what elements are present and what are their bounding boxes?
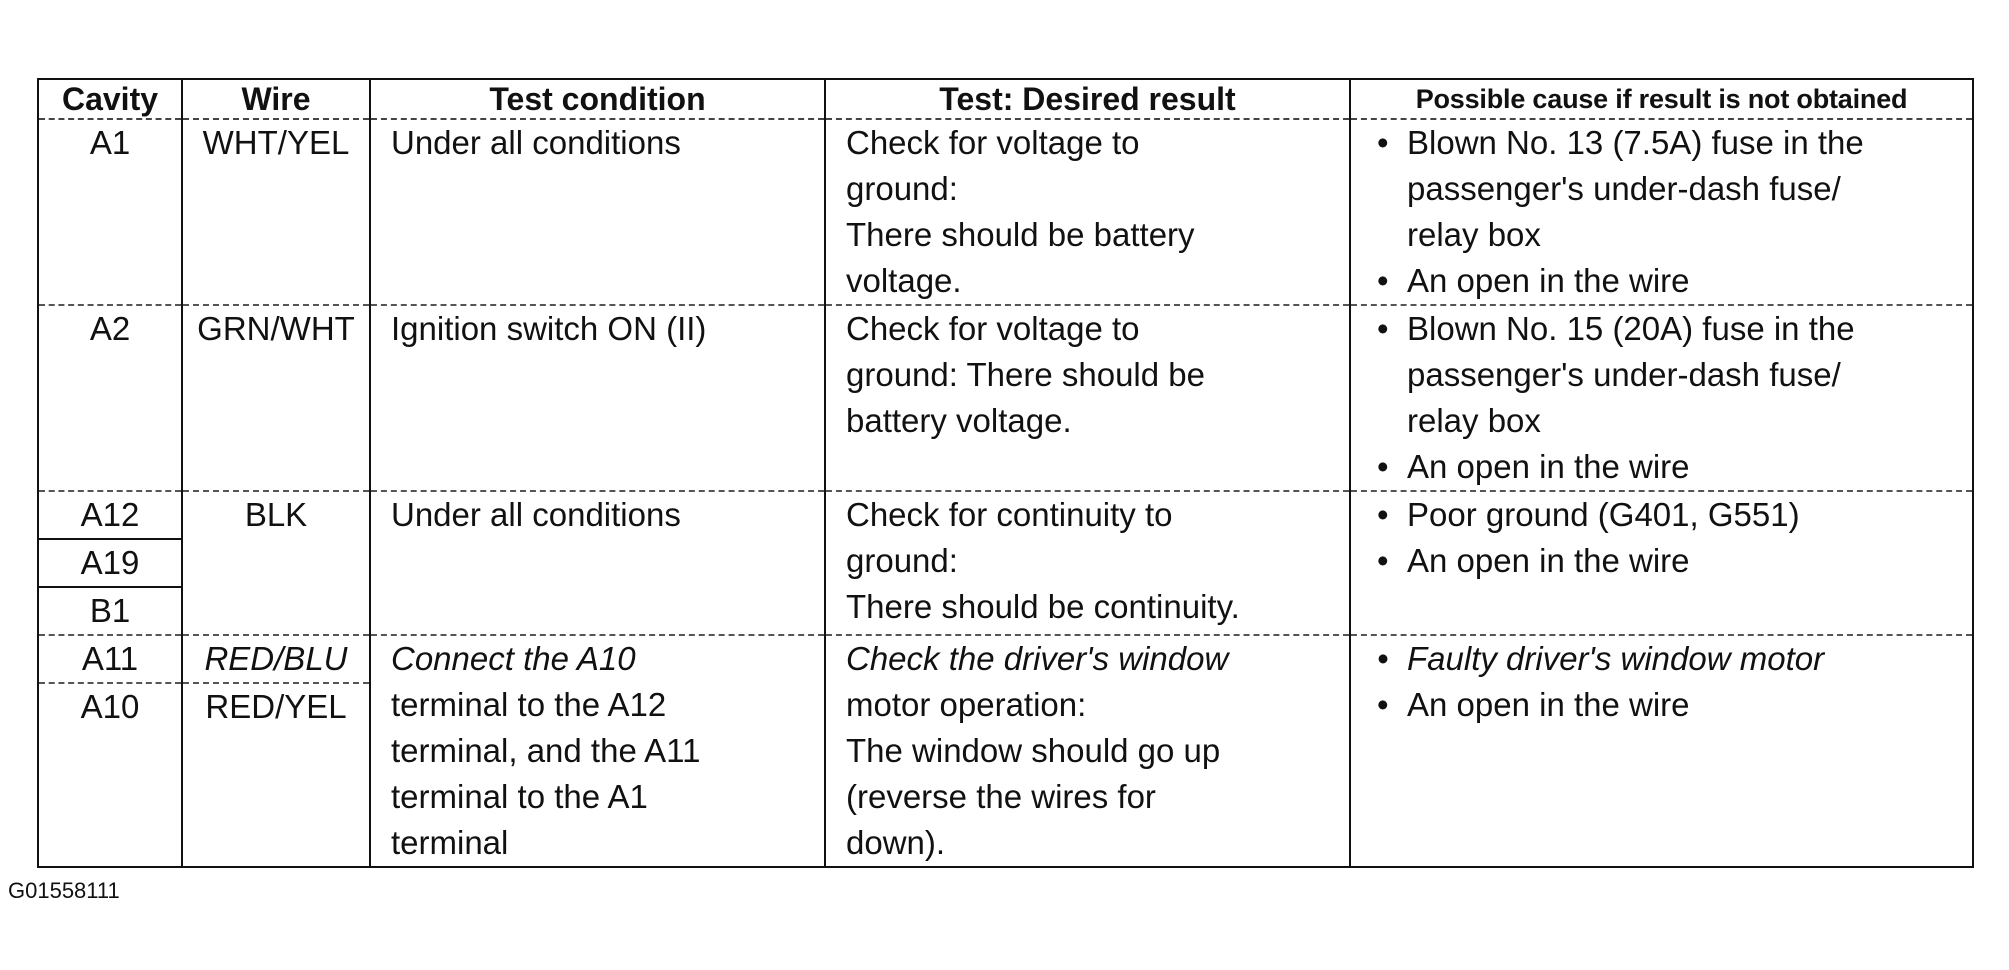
bullet-icon: • (1377, 542, 1389, 579)
cause-list: • Faulty driver's window motor • An open… (1351, 636, 1972, 728)
result-line: battery voltage. (846, 402, 1072, 439)
result-line: (reverse the wires for (846, 778, 1156, 815)
condition-line: Under all conditions (391, 496, 681, 533)
condition-line: terminal, and the A11 (391, 732, 701, 769)
result-line: ground: (846, 542, 958, 579)
header-desired-result: Test: Desired result (824, 79, 1351, 120)
cause-item: • Blown No. 15 (20A) fuse in the passeng… (1373, 306, 1972, 444)
table-row: A12 A19 B1 BLK Under all conditions Chec… (37, 491, 1974, 636)
condition-cell: Ignition switch ON (II) (369, 305, 826, 492)
table-row: A11 A10 RED/BLU RED/YEL Connect the A10 … (37, 635, 1974, 867)
bullet-icon: • (1377, 686, 1389, 723)
result-line: The window should go up (846, 732, 1221, 769)
figure-code: G01558111 (8, 878, 120, 903)
wire-cell: GRN/WHT (181, 305, 371, 492)
cavity-value: A12 (39, 492, 181, 540)
cavity-cell: A12 A19 B1 (37, 491, 183, 636)
cause-item: • An open in the wire (1373, 258, 1972, 304)
result-cell: Check for voltage to ground: There shoul… (824, 119, 1351, 306)
bullet-icon: • (1377, 262, 1389, 299)
header-possible-cause: Possible cause if result is not obtained (1349, 79, 1974, 120)
cause-item: • An open in the wire (1373, 682, 1972, 728)
cavity-value: A19 (39, 540, 181, 588)
condition-cell: Connect the A10 terminal to the A12 term… (369, 635, 826, 867)
cause-line: relay box (1407, 216, 1541, 253)
cause-line: passenger's under-dash fuse/ (1407, 170, 1841, 207)
cause-item: • Faulty driver's window motor (1373, 636, 1972, 682)
result-line: Check the driver's window (846, 640, 1229, 677)
cause-line: passenger's under-dash fuse/ (1407, 356, 1841, 393)
diagnostic-table: Cavity Wire Test condition Test: Desired… (37, 78, 1974, 868)
cause-line: An open in the wire (1407, 262, 1690, 299)
cause-line: Blown No. 15 (20A) fuse in the (1407, 310, 1855, 347)
bullet-icon: • (1377, 310, 1389, 347)
table-row: A1 WHT/YEL Under all conditions Check fo… (37, 119, 1974, 306)
cause-line: relay box (1407, 402, 1541, 439)
result-line: There should be continuity. (846, 588, 1240, 625)
result-line: Check for voltage to (846, 124, 1140, 161)
cause-line: An open in the wire (1407, 686, 1690, 723)
cause-line: Faulty driver's window motor (1407, 640, 1825, 677)
bullet-icon: • (1377, 496, 1389, 533)
result-line: Check for continuity to (846, 496, 1173, 533)
header-wire: Wire (181, 79, 371, 120)
cavity-value: A10 (80, 688, 140, 725)
cause-list: • Blown No. 15 (20A) fuse in the passeng… (1351, 306, 1972, 490)
result-line: ground: There should be (846, 356, 1205, 393)
cavity-value: B1 (89, 592, 131, 629)
condition-line: terminal (391, 824, 509, 861)
wire-cell: WHT/YEL (181, 119, 371, 306)
cavity-value: A11 (39, 636, 181, 684)
cause-item: • Poor ground (G401, G551) (1373, 492, 1972, 538)
condition-line: terminal to the A12 (391, 686, 667, 723)
result-line: motor operation: (846, 686, 1087, 723)
wire-value: BLK (244, 496, 308, 533)
table-header-row: Cavity Wire Test condition Test: Desired… (37, 79, 1974, 120)
cause-list: • Blown No. 13 (7.5A) fuse in the passen… (1351, 120, 1972, 304)
cause-item: • An open in the wire (1373, 538, 1972, 584)
cavity-value: A2 (89, 310, 131, 347)
wire-value: RED/BLU (183, 636, 369, 684)
cavity-cell: A1 (37, 119, 183, 306)
cause-cell: • Faulty driver's window motor • An open… (1349, 635, 1974, 867)
cause-line: Blown No. 13 (7.5A) fuse in the (1407, 124, 1864, 161)
cause-item: • An open in the wire (1373, 444, 1972, 490)
result-cell: Check for voltage to ground: There shoul… (824, 305, 1351, 492)
result-line: down). (846, 824, 946, 861)
cause-item: • Blown No. 13 (7.5A) fuse in the passen… (1373, 120, 1972, 258)
bullet-icon: • (1377, 640, 1389, 677)
result-line: voltage. (846, 262, 962, 299)
table-row: A2 GRN/WHT Ignition switch ON (II) Check… (37, 305, 1974, 492)
result-line: There should be battery (846, 216, 1195, 253)
cause-line: An open in the wire (1407, 542, 1690, 579)
condition-line: Ignition switch ON (II) (391, 310, 707, 347)
cause-cell: • Blown No. 13 (7.5A) fuse in the passen… (1349, 119, 1974, 306)
cause-cell: • Blown No. 15 (20A) fuse in the passeng… (1349, 305, 1974, 492)
cause-line: Poor ground (G401, G551) (1407, 496, 1800, 533)
condition-line: Connect the A10 (391, 640, 636, 677)
wire-cell: BLK (181, 491, 371, 636)
header-cavity: Cavity (37, 79, 183, 120)
cause-line: An open in the wire (1407, 448, 1690, 485)
condition-line: terminal to the A1 (391, 778, 648, 815)
result-line: Check for voltage to (846, 310, 1140, 347)
cavity-cell: A11 A10 (37, 635, 183, 867)
wire-value: RED/YEL (205, 688, 347, 725)
bullet-icon: • (1377, 448, 1389, 485)
cause-list: • Poor ground (G401, G551) • An open in … (1351, 492, 1972, 584)
cavity-value: A1 (89, 124, 131, 161)
condition-line: Under all conditions (391, 124, 681, 161)
result-cell: Check for continuity to ground: There sh… (824, 491, 1351, 636)
result-cell: Check the driver's window motor operatio… (824, 635, 1351, 867)
wire-cell: RED/BLU RED/YEL (181, 635, 371, 867)
cavity-cell: A2 (37, 305, 183, 492)
wire-value: GRN/WHT (197, 310, 355, 347)
wire-value: WHT/YEL (202, 124, 350, 161)
condition-cell: Under all conditions (369, 119, 826, 306)
result-line: ground: (846, 170, 958, 207)
cause-cell: • Poor ground (G401, G551) • An open in … (1349, 491, 1974, 636)
condition-cell: Under all conditions (369, 491, 826, 636)
header-test-condition: Test condition (369, 79, 826, 120)
bullet-icon: • (1377, 124, 1389, 161)
